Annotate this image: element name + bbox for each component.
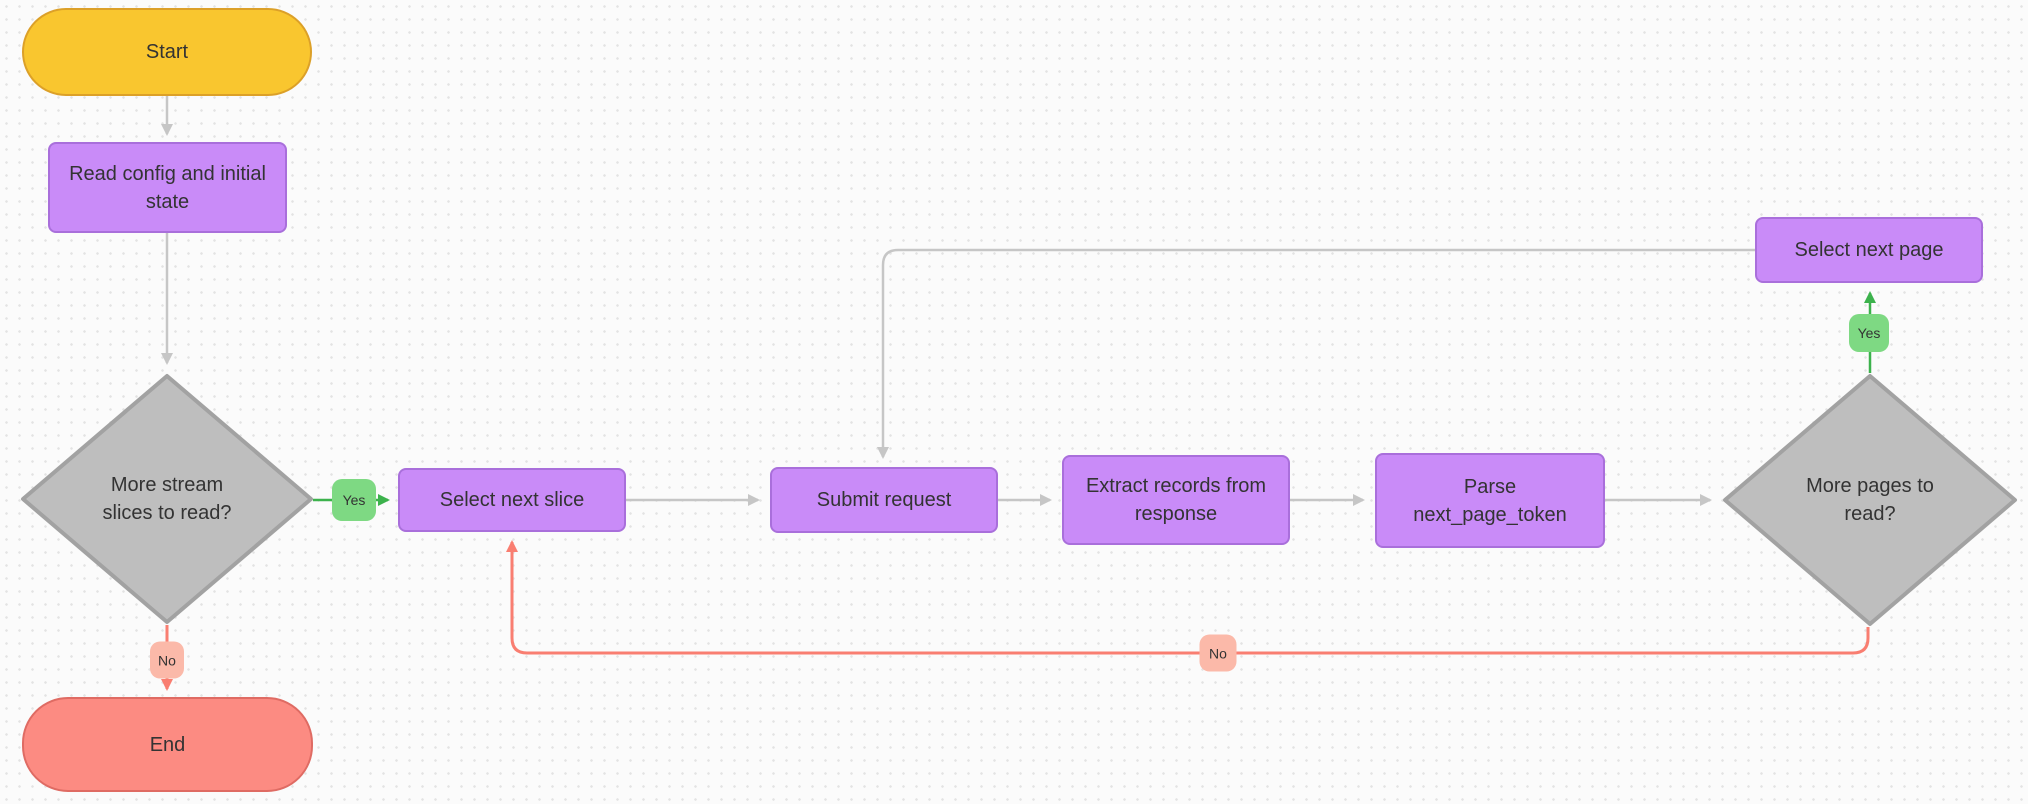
node-more-pages-decision[interactable]: More pages to read? [1722,373,2018,627]
diamond-shape [21,374,313,624]
node-submit-request[interactable]: Submit request [770,467,998,533]
node-select-next-slice-label: Select next slice [439,489,585,511]
node-more-stream-slices-decision[interactable]: More stream slices to read? [20,373,314,625]
node-select-next-page[interactable]: Select next page [1755,217,1983,283]
edge-more-pages-no-to-select-slice [506,540,1870,655]
edge-label-more-slices-no: No [150,641,184,679]
no-label-text: No [158,652,176,668]
node-read-config-label: Read config and initial state [69,162,266,213]
node-select-next-page-label: Select next page [1794,239,1944,261]
node-extract-records-label: Extract records from response [1085,475,1267,525]
node-start-label: Start [145,41,189,63]
node-parse-next-page-token-label: Parse next_page_token [1413,475,1567,526]
edge-label-more-pages-no: No [1199,634,1237,672]
node-read-config[interactable]: Read config and initial state [48,142,287,233]
node-select-next-slice[interactable]: Select next slice [398,468,626,532]
node-submit-request-label: Submit request [816,489,952,511]
edge-label-more-pages-yes: Yes [1849,314,1889,352]
node-more-pages-label: More pages to read? [1806,475,1934,525]
node-more-stream-slices-label: More stream slices to read? [102,474,232,524]
node-start[interactable]: Start [22,8,312,96]
diamond-shape [1723,374,2017,626]
edge-label-more-slices-yes: Yes [332,479,376,521]
yes-label-text: Yes [1857,325,1881,341]
yes-label-text: Yes [342,492,366,508]
node-end[interactable]: End [22,697,313,792]
no-label-text: No [1209,645,1227,661]
edge-select-page-to-submit-request [877,248,1755,459]
node-parse-next-page-token[interactable]: Parse next_page_token [1375,453,1605,548]
node-extract-records[interactable]: Extract records from response [1062,455,1290,545]
node-end-label: End [149,733,186,756]
